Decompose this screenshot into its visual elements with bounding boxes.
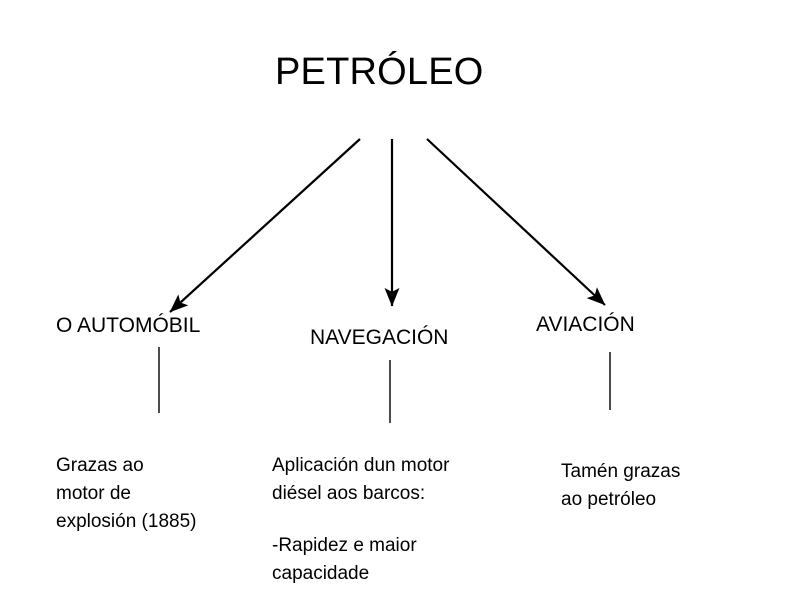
branch-paragraph: Aplicación dun motor diésel aos barcos: bbox=[272, 455, 450, 504]
branch-label-aviacion: AVIACIÓN bbox=[536, 313, 635, 336]
branch-label-navegacion: NAVEGACIÓN bbox=[310, 326, 449, 349]
branch-label-automobil: O AUTOMÓBIL bbox=[56, 314, 201, 337]
arrow-to-automobil bbox=[169, 138, 361, 313]
branch-paragraph: Grazas ao motor de explosión (1885) bbox=[56, 455, 197, 532]
slide-title: PETRÓLEO bbox=[275, 51, 484, 93]
branch-paragraph: -Rapidez e maior capacidade bbox=[272, 535, 417, 584]
branch-body-automobil: Grazas ao motor de explosión (1885) bbox=[56, 452, 286, 536]
branch-body-aviacion: Tamén grazas ao petróleo bbox=[561, 458, 771, 514]
branch-paragraph: Tamén grazas ao petróleo bbox=[561, 461, 681, 510]
branch-body-navegacion: Aplicación dun motor diésel aos barcos: … bbox=[272, 452, 522, 588]
arrow-to-aviacion bbox=[426, 138, 606, 306]
